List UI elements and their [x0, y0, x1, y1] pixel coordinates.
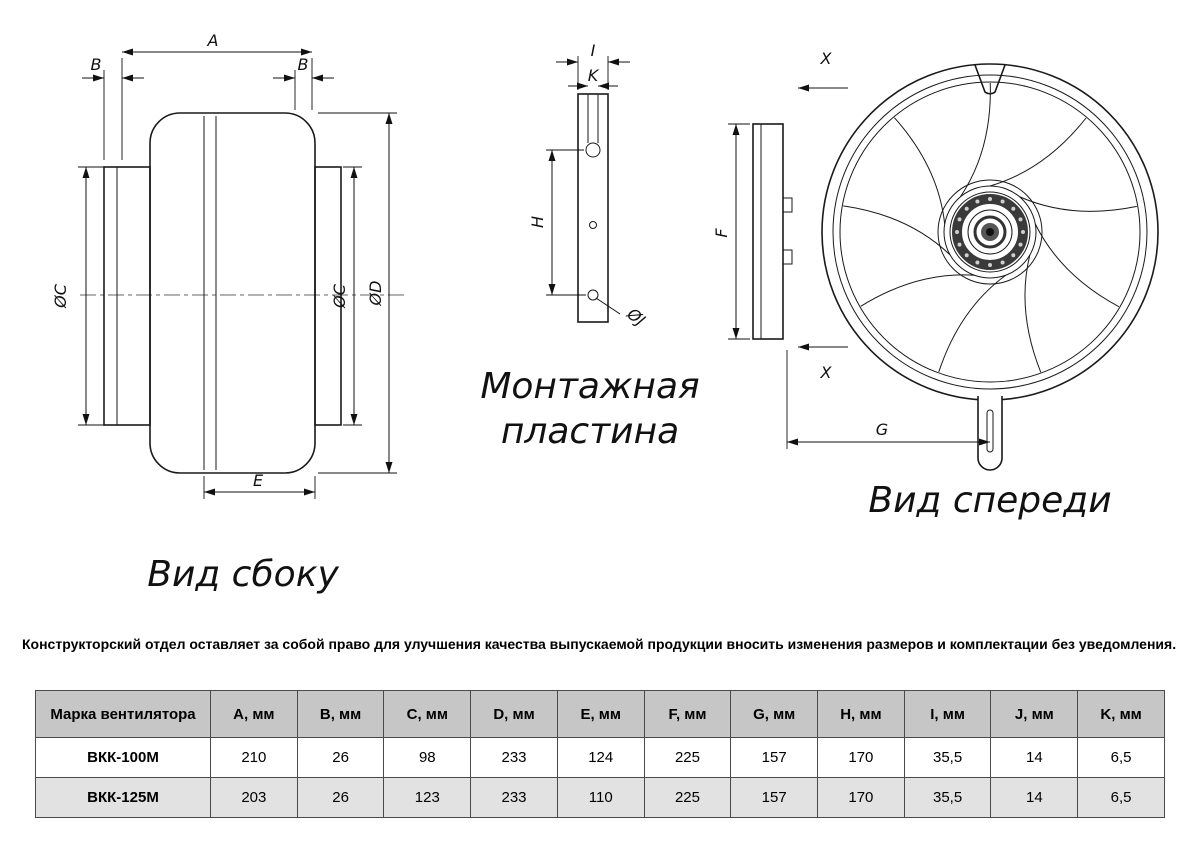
value-c: 123 — [383, 777, 472, 818]
mounting-plate-body — [577, 93, 609, 323]
dim-label-h: H — [528, 216, 547, 228]
side-bracket — [752, 123, 793, 340]
dim-B-right: B — [273, 55, 334, 110]
value-f: 225 — [643, 737, 732, 778]
dim-label-b-right: B — [298, 55, 309, 74]
front-view-label: Вид спереди — [868, 480, 1111, 521]
dim-C-left: ØC — [51, 166, 104, 426]
side-view: A B B ØC ØC — [51, 31, 408, 595]
column-header-a: A, мм — [210, 690, 298, 738]
value-e: 110 — [556, 777, 645, 818]
value-d: 233 — [470, 737, 558, 778]
table-row: ВКК-125М 203 26 123 233 110 225 157 170 … — [35, 777, 1165, 818]
column-header-i: I, мм — [903, 690, 992, 738]
dim-H: H — [528, 149, 586, 296]
column-header-c: C, мм — [383, 690, 472, 738]
value-h: 170 — [817, 777, 905, 818]
column-header-model: Марка вентилятора — [35, 690, 211, 738]
dim-D: ØD — [318, 112, 397, 474]
value-a: 203 — [210, 777, 298, 818]
technical-drawing: A B B ØC ØC — [51, 31, 1159, 595]
dim-label-k: K — [588, 66, 600, 85]
dim-label-e: E — [253, 471, 264, 490]
dim-K: K — [568, 66, 618, 90]
impeller-blades — [843, 82, 1137, 373]
dim-label-i: I — [591, 41, 596, 60]
dim-label-a: A — [207, 31, 219, 50]
top-mounting-notch — [974, 64, 1006, 95]
dim-F: F — [712, 123, 750, 340]
side-view-label: Вид сбоку — [147, 554, 339, 595]
dim-label-c-left: ØC — [51, 283, 70, 309]
column-header-j: J, мм — [990, 690, 1079, 738]
value-k: 6,5 — [1077, 777, 1165, 818]
value-b: 26 — [296, 737, 385, 778]
section-arrow-top: X — [798, 49, 848, 92]
dim-B-left: B — [82, 55, 144, 160]
dim-label-b-left: B — [91, 55, 102, 74]
section-label-x-bottom: X — [820, 363, 833, 382]
section-label-x-top: X — [820, 49, 833, 68]
value-j: 14 — [990, 737, 1079, 778]
dim-J: ØJ — [595, 297, 649, 330]
motor-hub — [943, 185, 1037, 279]
dim-label-d: ØD — [366, 281, 385, 307]
column-header-h: H, мм — [817, 690, 905, 738]
front-view: F X X G Вид спереди — [712, 49, 1159, 521]
model-name: ВКК-100М — [35, 737, 211, 778]
disclaimer-note: Конструкторский отдел оставляет за собой… — [22, 636, 1177, 652]
column-header-d: D, мм — [470, 690, 558, 738]
section-arrow-bottom: X — [798, 343, 848, 382]
value-i: 35,5 — [903, 737, 992, 778]
value-a: 210 — [210, 737, 298, 778]
dim-G: G — [786, 350, 990, 449]
value-g: 157 — [730, 777, 819, 818]
dim-C-right: ØC — [330, 166, 362, 426]
mounting-plate-view: I K H ØJ Монтажная пластина — [480, 41, 699, 452]
value-k: 6,5 — [1077, 737, 1165, 778]
value-c: 98 — [383, 737, 472, 778]
column-header-b: B, мм — [296, 690, 385, 738]
dim-label-j: ØJ — [623, 304, 649, 330]
value-i: 35,5 — [903, 777, 992, 818]
value-g: 157 — [730, 737, 819, 778]
model-name: ВКК-125М — [35, 777, 211, 818]
value-h: 170 — [817, 737, 905, 778]
fan-housing — [821, 63, 1159, 401]
column-header-g: G, мм — [730, 690, 819, 738]
value-j: 14 — [990, 777, 1079, 818]
dim-E: E — [203, 471, 316, 499]
table-header-row: Марка вентилятора A, мм B, мм C, мм D, м… — [35, 690, 1165, 738]
column-header-k: K, мм — [1077, 690, 1165, 738]
dim-label-c-right: ØC — [330, 283, 349, 309]
side-view-body — [103, 112, 342, 474]
mounting-plate-label-line1: Монтажная — [480, 366, 699, 407]
value-b: 26 — [296, 777, 385, 818]
value-e: 124 — [556, 737, 645, 778]
dim-label-g: G — [876, 420, 888, 439]
fan-dimension-drawing: A B B ØC ØC — [51, 31, 1159, 595]
table-row: ВКК-100М 210 26 98 233 124 225 157 170 3… — [35, 737, 1165, 778]
column-header-f: F, мм — [643, 690, 732, 738]
dimension-table: Марка вентилятора A, мм B, мм C, мм D, м… — [35, 690, 1165, 818]
value-f: 225 — [643, 777, 732, 818]
value-d: 233 — [470, 777, 558, 818]
dim-label-f: F — [712, 228, 731, 238]
bottom-mounting-tab — [977, 396, 1003, 471]
mounting-plate-label-line2: пластина — [501, 411, 679, 452]
column-header-e: E, мм — [556, 690, 645, 738]
